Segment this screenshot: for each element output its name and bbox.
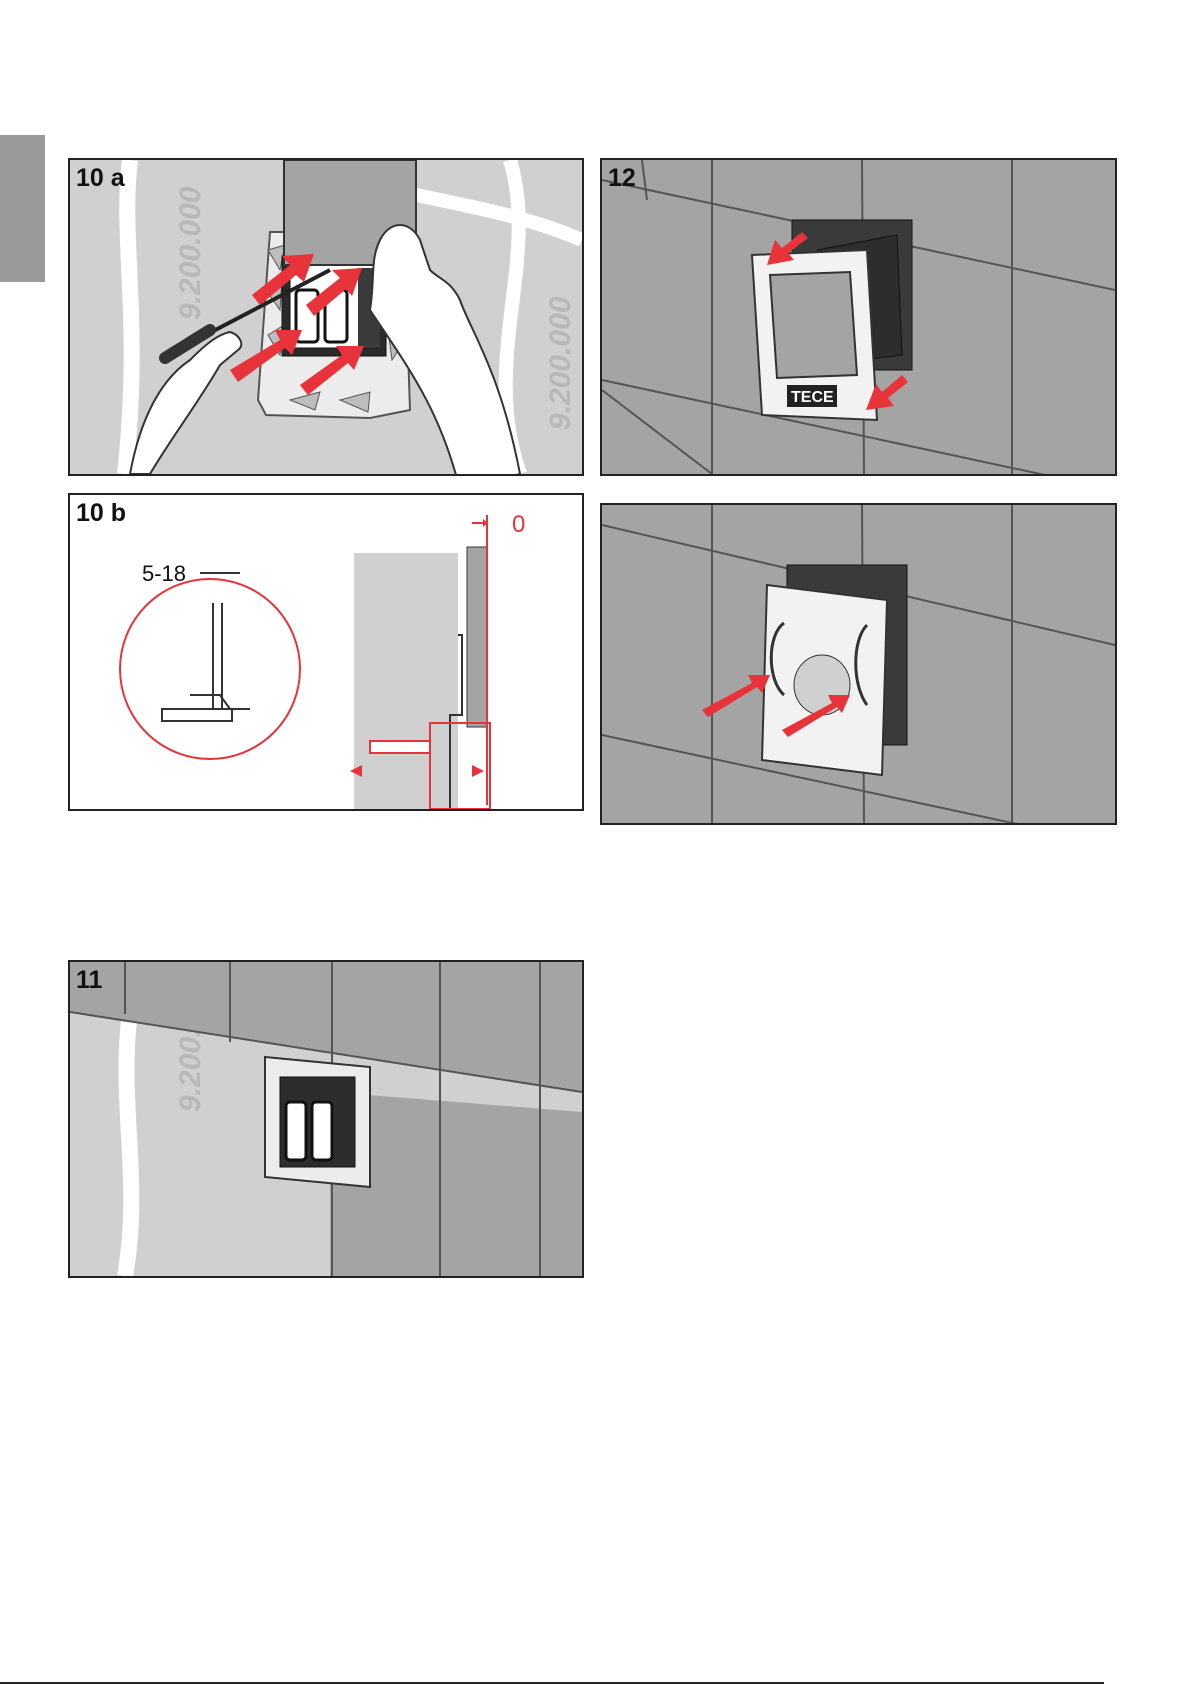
dimension-zero: 0 [512, 511, 525, 538]
white-pipe-left [125, 160, 132, 474]
chapter-tab [0, 135, 45, 282]
wall-section [354, 553, 458, 809]
panel-11: 9.200. 11 [68, 960, 584, 1278]
panel-12: TECE 12 [600, 158, 1117, 476]
step-label-10b: 10 b [76, 499, 126, 528]
step-label-11: 11 [76, 966, 102, 995]
page-bottom-rule [0, 1682, 1104, 1684]
step-label-10a: 10 a [76, 164, 125, 193]
flush-box [280, 1077, 355, 1167]
white-pipe [125, 1012, 131, 1276]
panel-10a-illustration: 9.200.000 9.200.000 [70, 160, 582, 474]
watermark: 9.200. [174, 1029, 207, 1112]
panel-10b: 0 5-18 10 b [68, 493, 584, 811]
tile-section [467, 547, 487, 727]
brand-logo: TECE [791, 389, 834, 406]
detail-magnifier [120, 579, 300, 759]
watermark-left: 9.200.000 [174, 186, 207, 320]
fixing-bolt [370, 741, 430, 753]
panel-13 [600, 503, 1117, 825]
panel-10a: 9.200.000 9.200.000 [68, 158, 584, 476]
panel-11-illustration: 9.200. [70, 962, 582, 1276]
panel-13-illustration [602, 505, 1115, 823]
step-label-12: 12 [608, 164, 636, 193]
watermark-right: 9.200.000 [544, 296, 577, 430]
panel-10b-illustration: 0 5-18 [70, 495, 582, 809]
panel-12-illustration: TECE [602, 160, 1115, 474]
dimension-range: 5-18 [142, 561, 186, 586]
cover-frame: TECE [752, 250, 877, 420]
